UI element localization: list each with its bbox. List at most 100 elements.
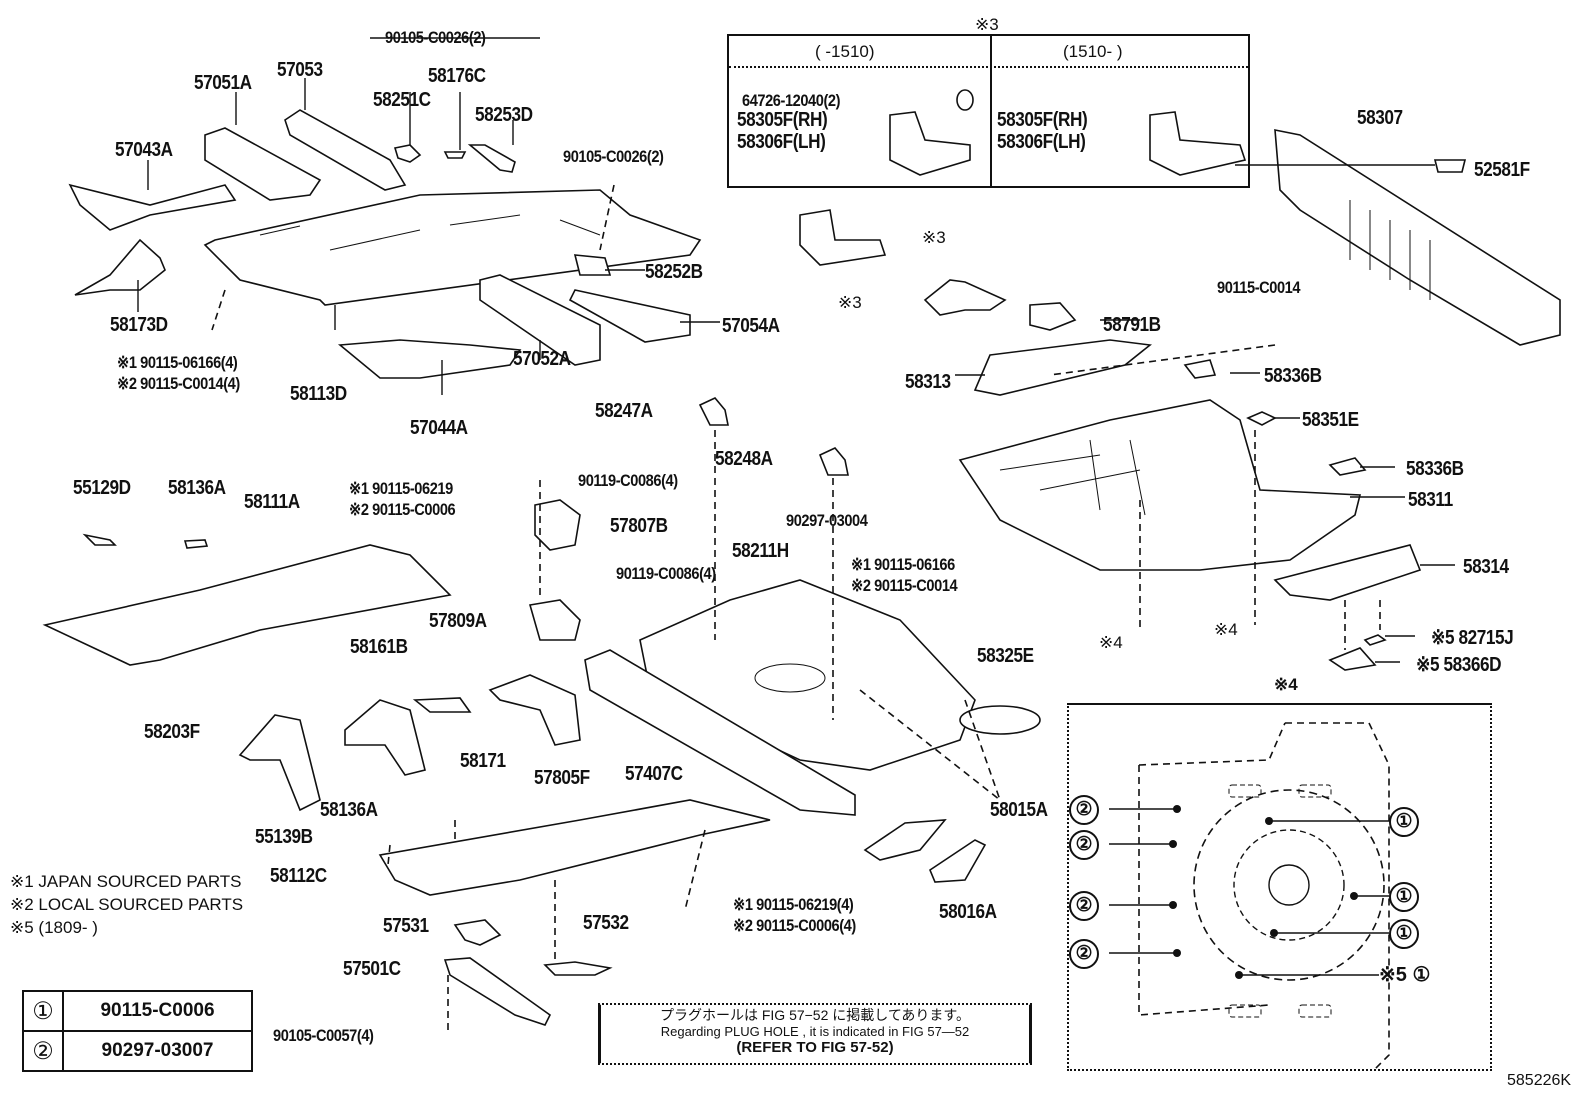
bolt-label-90105-c0026-top[interactable]: 90105-C0026(2) — [385, 28, 486, 47]
part-label-58016a[interactable]: 58016A — [939, 901, 997, 923]
part-label-52581f[interactable]: 52581F — [1474, 159, 1530, 181]
part-label-58311[interactable]: 58311 — [1408, 489, 1453, 511]
part-label-57407c[interactable]: 57407C — [625, 763, 683, 785]
ref-note-4-a: ※4 — [1099, 633, 1123, 652]
callout-bolt-1[interactable]: ① — [1389, 807, 1419, 837]
part-label-58251c[interactable]: 58251C — [373, 89, 431, 111]
part-label-58173d[interactable]: 58173D — [110, 314, 168, 336]
part-label-58203f[interactable]: 58203F — [144, 721, 200, 743]
bolt-label-90119-c0086-b[interactable]: 90119-C0086(4) — [616, 564, 716, 583]
part-label-57501c[interactable]: 57501C — [343, 958, 401, 980]
callout-bolt-2[interactable]: ② — [1069, 891, 1099, 921]
part-label-58113d[interactable]: 58113D — [290, 383, 347, 405]
part-label-58211h[interactable]: 58211H — [732, 540, 789, 562]
detail-view-box: ② ② ② ② ① ① ① ※5 ① — [1067, 703, 1492, 1071]
legend-symbol: ② — [22, 1030, 64, 1072]
part-label-57531[interactable]: 57531 — [383, 915, 429, 937]
bolt-legend-table: ① 90115-C0006 ② 90297-03007 — [22, 990, 253, 1072]
callout-bolt-2[interactable]: ② — [1069, 795, 1099, 825]
footnote-5-date: ※5 (1809- ) — [10, 918, 98, 937]
part-label-82715j[interactable]: ※5 82715J — [1431, 627, 1514, 649]
part-label-58161b[interactable]: 58161B — [350, 636, 408, 658]
part-label-58136a-top[interactable]: 58136A — [168, 477, 226, 499]
footnote-japan-sourced: ※1 JAPAN SOURCED PARTS — [10, 872, 242, 891]
part-label-58306f-lh-early[interactable]: 58306F(LH) — [737, 131, 826, 153]
part-label-57532[interactable]: 57532 — [583, 912, 629, 934]
part-label-58171[interactable]: 58171 — [460, 750, 506, 772]
callout-bolt-1[interactable]: ① — [1389, 882, 1419, 912]
legend-part[interactable]: 90297-03007 — [62, 1030, 253, 1072]
part-label-58136a-bottom[interactable]: 58136A — [320, 799, 378, 821]
part-label-58336b-lower[interactable]: 58336B — [1406, 458, 1464, 480]
part-label-57053[interactable]: 57053 — [277, 59, 323, 81]
part-label-58111a[interactable]: 58111A — [244, 491, 300, 513]
part-label-58176c[interactable]: 58176C — [428, 65, 486, 87]
part-label-55139b[interactable]: 55139B — [255, 826, 313, 848]
legend-row: ① 90115-C0006 — [22, 990, 253, 1032]
bolt-note-japan-90115-06166-b[interactable]: ※1 90115-06166 — [851, 555, 955, 574]
callout-bolt-2[interactable]: ② — [1069, 939, 1099, 969]
reference-text-en: Regarding PLUG HOLE , it is indicated in… — [660, 1024, 970, 1039]
part-label-57807b[interactable]: 57807B — [610, 515, 668, 537]
member-57053-shape — [284, 109, 407, 191]
callout-bolt-2[interactable]: ② — [1069, 830, 1099, 860]
part-label-58306f-lh-late[interactable]: 58306F(LH) — [997, 131, 1086, 153]
part-label-64726-12040[interactable]: 64726-12040(2) — [742, 91, 841, 110]
part-label-58366d[interactable]: ※5 58366D — [1416, 654, 1502, 676]
part-label-58252b[interactable]: 58252B — [645, 261, 703, 283]
bolt-label-90297-03004[interactable]: 90297-03004 — [786, 511, 868, 530]
part-label-57054a[interactable]: 57054A — [722, 315, 780, 337]
bolt-note-local-90115-c0006[interactable]: ※2 90115-C0006 — [349, 500, 456, 519]
floor-cover-58111a-shape — [42, 544, 452, 666]
part-label-57044a[interactable]: 57044A — [410, 417, 468, 439]
variant-table — [727, 34, 1250, 188]
part-label-58314[interactable]: 58314 — [1463, 556, 1509, 578]
figure-code: 585226K — [1507, 1072, 1572, 1089]
part-label-58248a[interactable]: 58248A — [715, 448, 773, 470]
part-label-55129d[interactable]: 55129D — [73, 477, 131, 499]
part-label-57043a[interactable]: 57043A — [115, 139, 173, 161]
bolt-note-local-90115-c0014[interactable]: ※2 90115-C0014(4) — [117, 374, 240, 393]
ref-note-4-b: ※4 — [1214, 620, 1238, 639]
part-label-58336b-upper[interactable]: 58336B — [1264, 365, 1322, 387]
ref-note-3-b: ※3 — [838, 293, 862, 312]
part-label-58305f-rh-late[interactable]: 58305F(RH) — [997, 109, 1088, 131]
part-label-58253d[interactable]: 58253D — [475, 104, 533, 126]
rear-floor-pan-58311-shape — [958, 399, 1362, 571]
bolt-label-90115-c0014[interactable]: 90115-C0014 — [1217, 278, 1301, 297]
bolt-note-japan-90115-06219-4[interactable]: ※1 90115-06219(4) — [733, 895, 854, 914]
variant-table-title: ※3 — [975, 15, 999, 34]
part-label-58305f-rh-early[interactable]: 58305F(RH) — [737, 109, 828, 131]
part-label-58307[interactable]: 58307 — [1357, 107, 1403, 129]
footnote-local-sourced: ※2 LOCAL SOURCED PARTS — [10, 895, 244, 914]
bolt-note-japan-90115-06219[interactable]: ※1 90115-06219 — [349, 479, 453, 498]
part-label-58313[interactable]: 58313 — [905, 371, 951, 393]
bolt-note-japan-90115-06166[interactable]: ※1 90115-06166(4) — [117, 353, 238, 372]
reference-link-fig-57-52[interactable]: (REFER TO FIG 57-52) — [736, 1039, 894, 1056]
panel-57043a-shape — [68, 183, 237, 231]
variant-col1-header: ( -1510) — [815, 42, 875, 61]
part-label-58015a[interactable]: 58015A — [990, 799, 1048, 821]
part-label-58325e[interactable]: 58325E — [977, 645, 1034, 667]
ref-note-3-a: ※3 — [922, 228, 946, 247]
plug-hole-reference-box: プラグホールは FIG 57−52 に掲載してあります。 Regarding P… — [598, 1003, 1032, 1065]
legend-part[interactable]: 90115-C0006 — [62, 990, 253, 1032]
part-label-57805f[interactable]: 57805F — [534, 767, 590, 789]
part-label-57051a[interactable]: 57051A — [194, 72, 252, 94]
part-label-58247a[interactable]: 58247A — [595, 400, 653, 422]
part-label-58112c[interactable]: 58112C — [270, 865, 327, 887]
bolt-note-local-90115-c0006-4[interactable]: ※2 90115-C0006(4) — [733, 916, 856, 935]
bolt-note-local-90115-c0014-b[interactable]: ※2 90115-C0014 — [851, 576, 958, 595]
callout-bolt-1-note5[interactable]: ※5 ① — [1379, 964, 1431, 986]
rear-panel-58307-shape — [1274, 129, 1561, 346]
bolt-label-90105-c0057[interactable]: 90105-C0057(4) — [273, 1026, 374, 1045]
bolt-label-90105-c0026-mid[interactable]: 90105-C0026(2) — [563, 147, 664, 166]
part-label-58351e[interactable]: 58351E — [1302, 409, 1359, 431]
legend-symbol: ① — [22, 990, 64, 1032]
bolt-label-90119-c0086-a[interactable]: 90119-C0086(4) — [578, 471, 678, 490]
side-member-57407c-shape — [584, 649, 856, 816]
part-label-57052a[interactable]: 57052A — [513, 348, 571, 370]
part-label-58791b[interactable]: 58791B — [1103, 314, 1161, 336]
part-label-57809a[interactable]: 57809A — [429, 610, 487, 632]
callout-bolt-1[interactable]: ① — [1389, 919, 1419, 949]
